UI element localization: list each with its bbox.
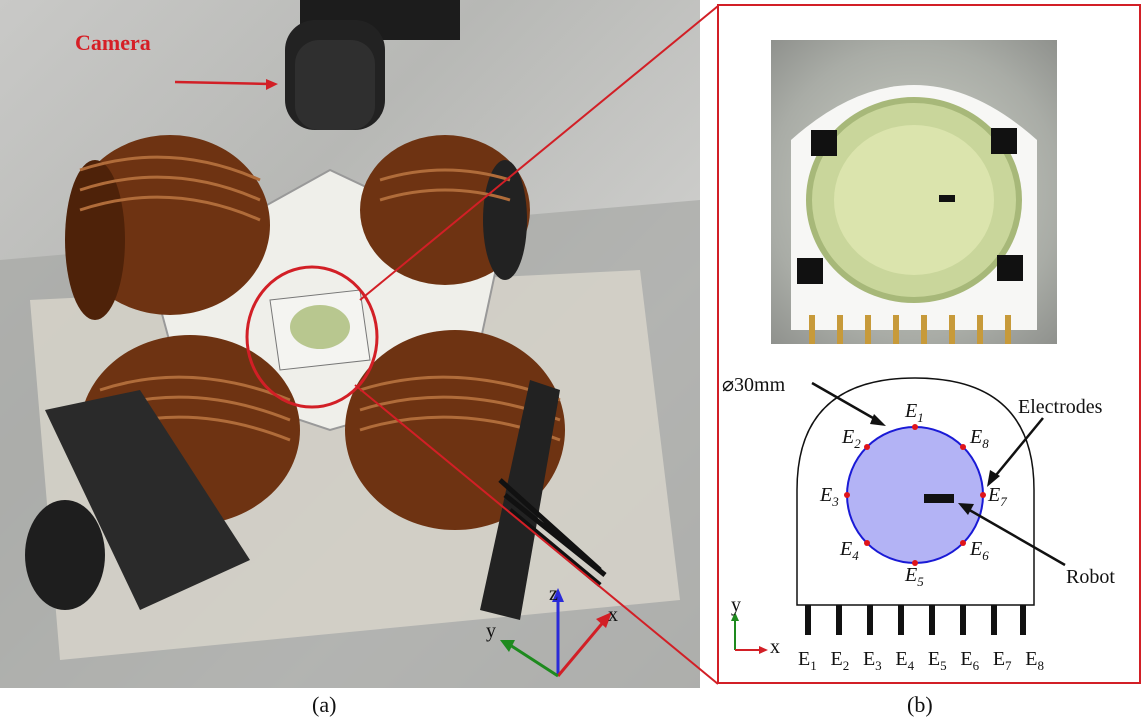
electrode-label-4: E4 [840,538,859,563]
robot-label: Robot [1066,566,1115,588]
dish-photo [771,40,1057,344]
camera-arrow [174,80,271,86]
pins-photo [809,315,1011,344]
pins [805,605,1026,635]
robot-arrow [965,506,1066,567]
pin-label-5: E5 [927,648,947,673]
pin-label-6: E6 [960,648,980,673]
pin-label-8: E8 [1025,648,1044,673]
panel-b-frame [717,4,1141,684]
y-axis [509,643,559,678]
b-y-axis-label: y [731,594,741,616]
setup-photo: Camera z x y [0,0,700,688]
robot-photo [939,195,955,202]
pin-label-7: E7 [992,648,1012,673]
setup-photo-drawing [0,0,700,688]
diameter-arrow [811,381,881,424]
electrode-label-6: E6 [970,538,989,563]
z-axis-label: z [549,583,558,605]
y-axis-label: y [486,620,496,642]
robot [924,494,954,503]
x-axis [556,619,607,677]
coil-bottom-right [345,330,607,620]
caption-a: (a) [312,692,337,717]
coil-top-left [65,135,270,320]
pin-label-1: E1 [798,648,817,673]
electrode-label-5: E5 [905,564,924,589]
pin-label-2: E2 [830,648,850,673]
electrode-dots [844,424,986,566]
electrode-label-3: E3 [820,484,839,509]
electrode-label-2: E2 [842,426,861,451]
electrode-label-7: E7 [988,484,1007,509]
electrodes-arrow [991,417,1044,481]
markers [797,128,1023,284]
coil-top-right [360,135,530,285]
electrodes-label: Electrodes [1018,396,1103,418]
coil-bottom-left [25,335,300,610]
b-x-axis-label: x [770,636,780,658]
x-axis-label: x [608,604,618,626]
pin-label-3: E3 [862,648,882,673]
diameter-label: ⌀30mm [722,374,786,396]
highlight-circle [245,265,379,409]
camera-label: Camera [75,30,151,55]
pin-label-4: E4 [895,648,915,673]
caption-b: (b) [907,692,933,717]
electrode-label-1: E1 [905,400,924,425]
pin-labels: E1 E2 E3 E4 E5 E6 E7 E8 [798,648,1044,674]
electrode-label-8: E8 [970,426,989,451]
